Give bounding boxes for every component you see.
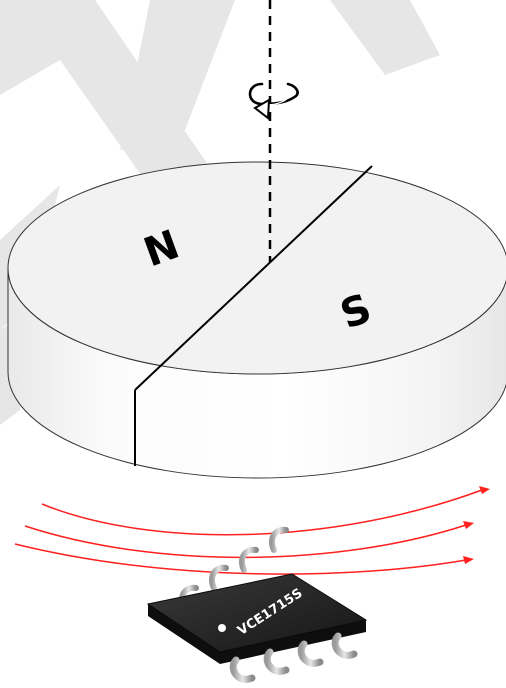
field-line-arrowheads	[463, 486, 490, 564]
chip-pin	[229, 656, 256, 683]
pin-1-marker	[218, 624, 226, 632]
pole-divider-top	[134, 165, 373, 391]
rotation-arrow-icon	[248, 82, 299, 120]
magnet-top-face	[7, 161, 506, 375]
arrowhead-3	[463, 556, 474, 564]
chip-pin	[297, 640, 324, 667]
disc-magnet: N S	[7, 161, 506, 479]
chip-pins-front	[229, 632, 358, 683]
chip-pin	[331, 632, 358, 659]
chip-pins-back	[178, 526, 289, 611]
field-lines	[14, 489, 483, 575]
field-line-3	[14, 543, 467, 575]
arrowhead-1	[479, 486, 490, 494]
field-line-1	[41, 489, 483, 536]
chip-body	[146, 573, 368, 653]
arrowhead-2	[463, 521, 474, 529]
field-line-2	[24, 524, 467, 559]
sensor-chip: VCE1715S	[146, 526, 368, 683]
chip-pin	[263, 648, 290, 675]
